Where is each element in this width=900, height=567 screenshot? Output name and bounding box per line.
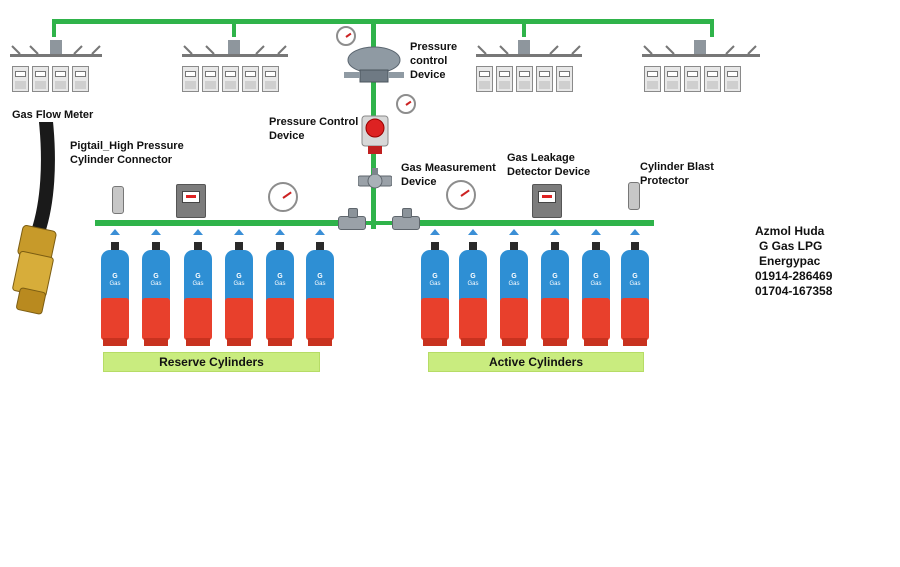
lpg-cylinder-icon <box>101 242 129 346</box>
top-pressure-gauge-icon <box>336 26 356 46</box>
gas-flow-meter-bank-1 <box>8 36 104 100</box>
gas-measurement-valve-icon <box>358 168 392 189</box>
gas-meter <box>556 66 573 92</box>
meter-manifold-icon <box>182 40 288 57</box>
up-arrow-icon <box>110 229 120 235</box>
gas-meter <box>182 66 199 92</box>
gas-meter <box>664 66 681 92</box>
contact-brand: Energypac <box>759 254 821 268</box>
up-arrow-icon <box>509 229 519 235</box>
up-arrow-icon <box>630 229 640 235</box>
gas-meter <box>704 66 721 92</box>
drop-pipe-4 <box>710 19 714 37</box>
pressure-regulator-icon <box>344 46 404 83</box>
mid-pressure-gauge-icon <box>396 94 416 114</box>
up-arrow-icon <box>591 229 601 235</box>
lpg-cylinder-icon <box>621 242 649 346</box>
gas-flow-meter-bank-2 <box>180 36 290 100</box>
up-arrow-icon <box>151 229 161 235</box>
active-gas-leak-detector-icon <box>532 184 562 218</box>
gas-meter <box>496 66 513 92</box>
contact-company: G Gas LPG <box>759 239 823 253</box>
drop-pipe-2 <box>232 19 236 37</box>
up-arrow-icon <box>468 229 478 235</box>
gas-flow-meter-bank-4 <box>640 36 764 100</box>
gas-flow-meter-bank-3 <box>474 36 584 100</box>
active-shutoff-valve-icon <box>392 208 420 230</box>
lpg-cylinder-icon <box>582 242 610 346</box>
up-arrow-icon <box>234 229 244 235</box>
reserve-gas-leak-detector-icon <box>176 184 206 218</box>
up-arrow-icon <box>430 229 440 235</box>
gas-meter <box>72 66 89 92</box>
up-arrow-icon <box>193 229 203 235</box>
active-blast-protector-icon <box>628 182 640 210</box>
gas-meter <box>202 66 219 92</box>
gas-measurement-device-label: Gas Measurement Device <box>401 162 496 188</box>
drop-pipe-1 <box>52 19 56 37</box>
lpg-cylinder-icon <box>459 242 487 346</box>
gas-leakage-detector-label: Gas Leakage Detector Device <box>507 152 591 178</box>
contact-phone-2: 01704-167358 <box>755 284 833 298</box>
gas-meter <box>262 66 279 92</box>
lpg-cylinder-icon <box>225 242 253 346</box>
lpg-cylinder-icon <box>266 242 294 346</box>
active-cylinders-band: Active Cylinders <box>428 352 644 372</box>
gas-meter <box>222 66 239 92</box>
reserve-cylinders-band: Reserve Cylinders <box>103 352 320 372</box>
gas-meter <box>536 66 553 92</box>
pressure-control-regulator-icon <box>361 115 389 154</box>
pressure-control-device-label: Pressure Control Device <box>269 116 359 142</box>
contact-phone-1: 01914-286469 <box>755 269 833 283</box>
pressure-control-device-top-label: Pressure control Device <box>410 41 458 81</box>
gas-meter <box>12 66 29 92</box>
up-arrow-icon <box>315 229 325 235</box>
gas-meter <box>52 66 69 92</box>
pigtail-connector-label: Pigtail_High Pressure Cylinder Connector <box>70 140 184 166</box>
gas-meter <box>32 66 49 92</box>
gas-meter <box>724 66 741 92</box>
up-arrow-icon <box>275 229 285 235</box>
reserve-shutoff-valve-icon <box>338 208 366 230</box>
contact-block: Azmol Huda G Gas LPG Energypac 01914-286… <box>755 224 832 299</box>
gas-meter <box>476 66 493 92</box>
gas-meter <box>684 66 701 92</box>
gas-meter <box>644 66 661 92</box>
contact-name: Azmol Huda <box>755 224 825 238</box>
gas-meter <box>516 66 533 92</box>
gas-meter <box>242 66 259 92</box>
active-header-pipe <box>418 220 654 226</box>
reserve-blast-protector-icon <box>112 186 124 214</box>
cylinder-blast-protector-label: Cylinder Blast Protector <box>640 161 714 187</box>
lpg-cylinder-icon <box>184 242 212 346</box>
gas-flow-meter-label: Gas Flow Meter <box>12 109 94 121</box>
reserve-header-pipe <box>95 220 353 226</box>
main-top-pipe <box>52 19 714 24</box>
active-pressure-gauge-icon <box>446 180 476 210</box>
lpg-cylinder-icon <box>500 242 528 346</box>
meter-manifold-icon <box>10 40 102 57</box>
up-arrow-icon <box>550 229 560 235</box>
meter-manifold-icon <box>476 40 582 57</box>
pigtail-connector-icon <box>12 122 57 315</box>
meter-manifold-icon <box>642 40 760 57</box>
lpg-cylinder-icon <box>142 242 170 346</box>
reserve-pressure-gauge-icon <box>268 182 298 212</box>
lpg-cylinder-icon <box>421 242 449 346</box>
crossover-pipe <box>350 221 422 225</box>
lpg-cylinder-icon <box>541 242 569 346</box>
drop-pipe-3 <box>522 19 526 37</box>
lpg-cylinder-icon <box>306 242 334 346</box>
